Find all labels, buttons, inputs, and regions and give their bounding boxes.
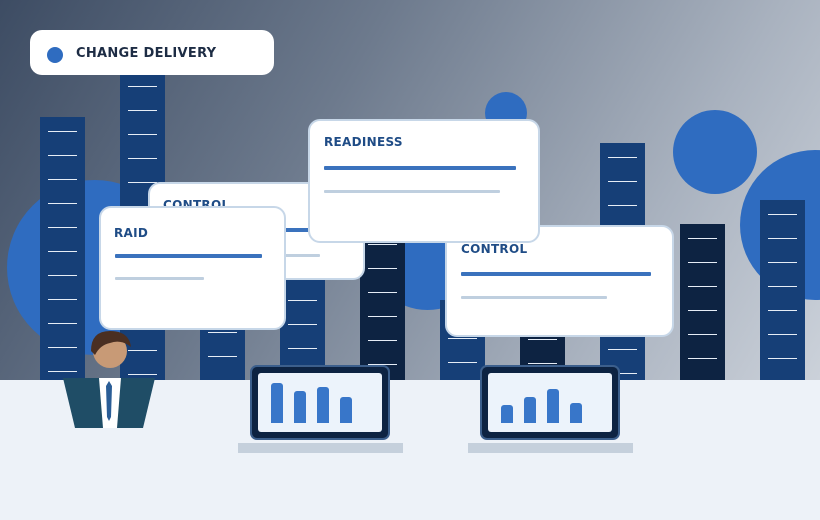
card-progress-line — [115, 254, 262, 258]
tower-window-line — [48, 203, 77, 204]
tower-window-line — [688, 238, 717, 239]
tower-window-line — [48, 179, 77, 180]
readiness-card: READINESS — [308, 119, 540, 243]
tower-window-line — [128, 134, 157, 135]
tower-window-line — [288, 324, 317, 325]
tower-window-line — [288, 348, 317, 349]
laptop-base — [238, 443, 403, 453]
bar-chart-column — [271, 383, 283, 423]
tower-window-line — [768, 262, 797, 263]
tower-window-line — [368, 292, 397, 293]
building-tower — [280, 262, 325, 382]
bar-chart-column — [294, 391, 306, 423]
tower-window-line — [688, 358, 717, 359]
control-card-front: CONTROL — [445, 225, 674, 337]
bar-chart-column — [340, 397, 352, 423]
bg-circle — [673, 110, 757, 194]
tower-window-line — [128, 350, 157, 351]
laptop-dashboard-right — [480, 365, 620, 440]
tower-window-line — [48, 371, 77, 372]
tower-window-line — [48, 275, 77, 276]
card-title: RAID — [114, 226, 149, 240]
tower-window-line — [368, 364, 397, 365]
tower-window-line — [48, 299, 77, 300]
tower-window-line — [368, 340, 397, 341]
tower-window-line — [608, 157, 637, 158]
tower-window-line — [288, 300, 317, 301]
tower-window-line — [608, 373, 637, 374]
bar-chart-column — [547, 389, 559, 423]
tower-window-line — [128, 182, 157, 183]
building-tower — [360, 230, 405, 382]
tower-window-line — [368, 316, 397, 317]
card-title: CONTROL — [461, 242, 528, 256]
card-title: READINESS — [324, 135, 403, 149]
tower-window-line — [528, 363, 557, 364]
bar-chart-column — [524, 397, 536, 423]
tower-window-line — [128, 86, 157, 87]
badge-label: CHANGE DELIVERY — [76, 46, 217, 61]
raid-card: RAID — [99, 206, 286, 330]
tower-window-line — [128, 374, 157, 375]
tower-window-line — [768, 334, 797, 335]
tower-window-line — [128, 110, 157, 111]
tower-window-line — [208, 356, 237, 357]
bar-chart-column — [570, 403, 582, 423]
tower-window-line — [48, 131, 77, 132]
tower-window-line — [608, 349, 637, 350]
tower-window-line — [448, 362, 477, 363]
tower-window-line — [768, 238, 797, 239]
change-delivery-badge: CHANGE DELIVERY — [30, 30, 274, 75]
person-figure — [63, 331, 155, 428]
tower-window-line — [48, 347, 77, 348]
card-progress-line — [461, 272, 651, 276]
tower-window-line — [368, 268, 397, 269]
tower-window-line — [688, 286, 717, 287]
tower-window-line — [48, 251, 77, 252]
tower-window-line — [768, 358, 797, 359]
tower-window-line — [368, 244, 397, 245]
tower-window-line — [768, 286, 797, 287]
tower-window-line — [448, 338, 477, 339]
tower-window-line — [688, 334, 717, 335]
status-dot-icon — [47, 47, 63, 63]
building-tower — [680, 224, 725, 382]
tower-window-line — [48, 227, 77, 228]
tower-window-line — [208, 332, 237, 333]
tower-window-line — [768, 214, 797, 215]
tower-window-line — [608, 181, 637, 182]
card-secondary-line — [115, 277, 204, 280]
tower-window-line — [48, 155, 77, 156]
tower-window-line — [688, 310, 717, 311]
tower-window-line — [768, 310, 797, 311]
tower-window-line — [688, 262, 717, 263]
card-progress-line — [324, 166, 516, 170]
building-tower — [760, 200, 805, 382]
laptop-base — [468, 443, 633, 453]
tower-window-line — [528, 339, 557, 340]
bar-chart-column — [317, 387, 329, 423]
tower-window-line — [608, 205, 637, 206]
card-secondary-line — [461, 296, 607, 299]
tower-window-line — [48, 323, 77, 324]
laptop-dashboard-left — [250, 365, 390, 440]
building-tower — [40, 117, 85, 382]
card-secondary-line — [324, 190, 500, 193]
tower-window-line — [128, 158, 157, 159]
bar-chart-column — [501, 405, 513, 423]
